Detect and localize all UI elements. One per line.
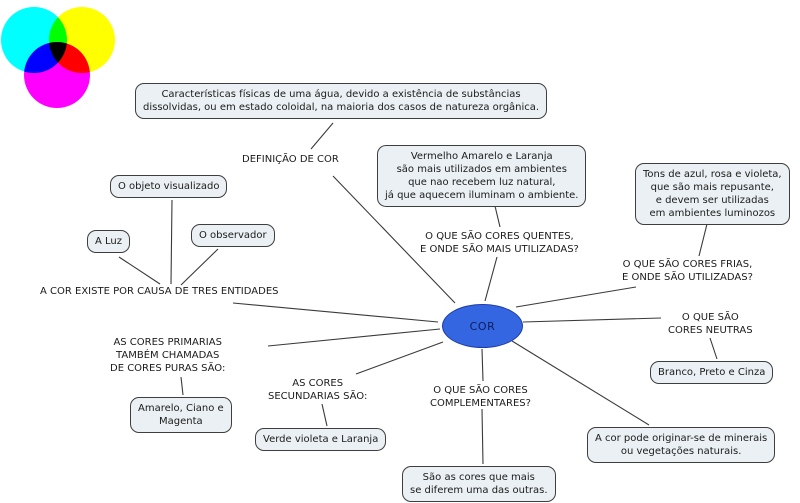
connector-line <box>267 328 441 347</box>
node-cool-colors-box[interactable]: Tons de azul, rosa e violeta, que são ma… <box>635 163 790 225</box>
connector-line <box>698 223 708 257</box>
connector-line <box>511 340 650 426</box>
cmy-venn-image <box>0 2 122 110</box>
connector-line <box>355 341 444 375</box>
connector-line <box>310 122 334 150</box>
connector-line <box>180 248 219 286</box>
connector-line <box>709 337 718 360</box>
connector-line <box>484 256 498 302</box>
label-definition[interactable]: DEFINIÇÃO DE COR <box>242 154 339 165</box>
connector-line <box>494 205 501 228</box>
connector-line <box>118 256 161 285</box>
node-cor-central[interactable]: COR <box>442 304 523 348</box>
cor-label: COR <box>469 319 496 333</box>
node-warm-colors-box[interactable]: Vermelho Amarelo e Laranja são mais util… <box>377 145 587 207</box>
label-secondary-colors[interactable]: AS CORES SECUNDARIAS SÃO: <box>268 378 368 402</box>
connector-line <box>522 317 662 323</box>
connector-line <box>481 348 484 382</box>
node-complementary-colors-box[interactable]: São as cores que mais se diferem uma das… <box>402 466 556 502</box>
node-object-box[interactable]: O objeto visualizado <box>110 175 228 198</box>
node-neutral-colors-box[interactable]: Branco, Preto e Cinza <box>650 361 774 384</box>
magenta-circle <box>24 42 90 108</box>
label-neutral-colors-question[interactable]: O QUE SÃO CORES NEUTRAS <box>668 312 753 336</box>
connector-line <box>332 175 456 304</box>
label-primary-colors[interactable]: AS CORES PRIMARIAS TAMBÉM CHAMADAS DE CO… <box>110 337 226 374</box>
label-cool-colors-question[interactable]: O QUE SÃO CORES FRIAS, E ONDE SÃO UTILIZ… <box>622 259 753 283</box>
label-warm-colors-question[interactable]: O QUE SÃO CORES QUENTES, E ONDE SÃO MAIS… <box>420 231 579 255</box>
connector-line <box>321 403 328 427</box>
connector-line <box>180 376 184 396</box>
node-color-origin-box[interactable]: A cor pode originar-se de minerais ou ve… <box>587 427 776 463</box>
node-observer-box[interactable]: O observador <box>191 224 275 247</box>
node-secondary-colors-box[interactable]: Verde violeta e Laranja <box>255 428 387 451</box>
connector-line <box>232 302 439 323</box>
label-three-entities[interactable]: A COR EXISTE POR CAUSA DE TRES ENTIDADES <box>40 286 279 297</box>
node-light-box[interactable]: A Luz <box>87 230 131 253</box>
connector-line <box>481 408 484 465</box>
node-primary-colors-box[interactable]: Amarelo, Ciano e Magenta <box>130 397 232 433</box>
connector-line <box>515 286 637 308</box>
connector-line <box>170 199 173 285</box>
label-complementary-colors-question[interactable]: O QUE SÃO CORES COMPLEMENTARES? <box>430 385 531 409</box>
node-definition-box[interactable]: Características físicas de uma água, dev… <box>135 83 548 119</box>
